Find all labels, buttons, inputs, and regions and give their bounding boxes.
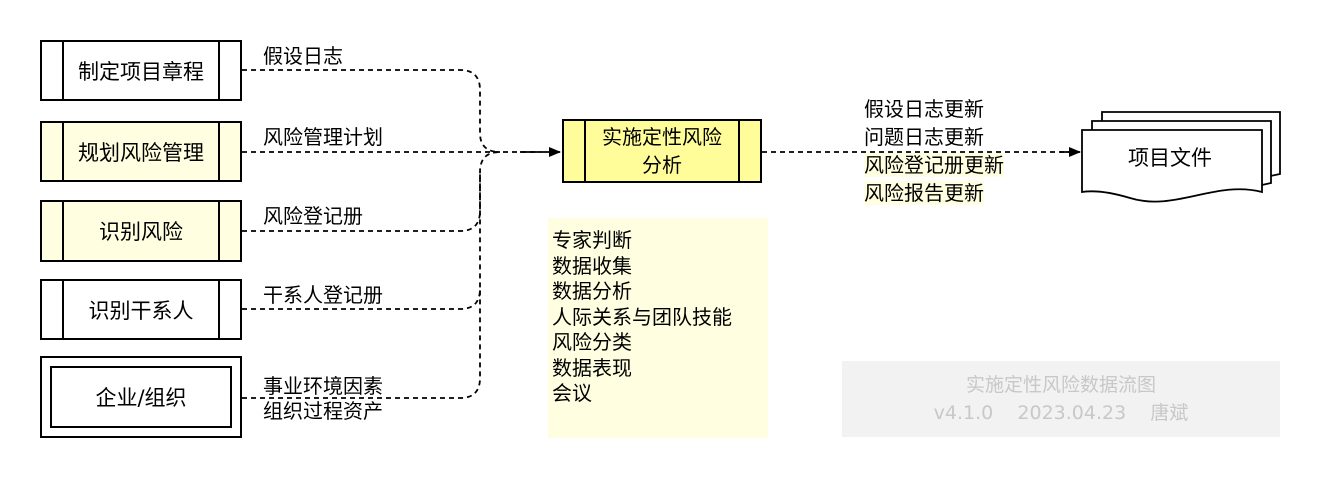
process-label: 制定项目章程 bbox=[78, 59, 204, 84]
project-documents-label[interactable]: 项目文件 bbox=[1128, 146, 1212, 170]
tool-item: 数据分析 bbox=[552, 279, 632, 303]
main-process-line1: 实施定性风险 bbox=[602, 125, 722, 149]
output-item: 风险报告更新 bbox=[864, 179, 1004, 207]
output-item: 风险登记册更新 bbox=[864, 151, 1004, 179]
output-item-text: 风险报告更新 bbox=[864, 181, 984, 205]
output-item: 问题日志更新 bbox=[864, 125, 984, 149]
input-assumption-log: 假设日志 bbox=[263, 44, 343, 68]
watermark-author: 唐斌 bbox=[1150, 402, 1189, 424]
connector-identify-risks bbox=[242, 151, 501, 232]
tool-item: 数据收集 bbox=[552, 253, 632, 278]
process-label: 规划风险管理 bbox=[78, 140, 204, 165]
watermark: 实施定性风险数据流图 v4.1.0 2023.04.23 唐斌 bbox=[842, 361, 1280, 437]
enterprise-organization[interactable]: 企业/组织 bbox=[40, 356, 242, 438]
input-risk-register: 风险登记册 bbox=[263, 204, 363, 228]
connector-stakeholders bbox=[242, 172, 481, 310]
connector-enterprise bbox=[242, 289, 481, 399]
enterprise-label: 企业/组织 bbox=[95, 386, 187, 410]
main-process-line2: 分析 bbox=[642, 153, 682, 177]
input-risk-management-plan: 风险管理计划 bbox=[263, 125, 383, 149]
input-enterprise-factors: 事业环境因素 bbox=[263, 374, 383, 398]
tool-item: 专家判断 bbox=[552, 228, 632, 252]
process-project-charter[interactable]: 制定项目章程 bbox=[40, 40, 242, 101]
tools-techniques-panel: 专家判断 数据收集 数据分析 人际关系与团队技能 风险分类 数据表现 会议 bbox=[548, 218, 768, 438]
main-process-qualitative-risk-analysis[interactable]: 实施定性风险 分析 bbox=[562, 119, 762, 183]
input-stakeholder-register: 干系人登记册 bbox=[263, 283, 383, 307]
input-org-assets: 组织过程资产 bbox=[263, 399, 383, 423]
watermark-title: 实施定性风险数据流图 bbox=[965, 374, 1156, 396]
tool-item: 会议 bbox=[552, 381, 592, 405]
watermark-version: v4.1.0 bbox=[933, 402, 994, 424]
process-identify-stakeholders[interactable]: 识别干系人 bbox=[40, 279, 242, 340]
connector-project-charter bbox=[242, 69, 501, 153]
process-label: 识别风险 bbox=[99, 220, 183, 244]
process-identify-risks[interactable]: 识别风险 bbox=[40, 200, 242, 262]
output-item: 假设日志更新 bbox=[864, 97, 984, 121]
tool-item: 数据表现 bbox=[552, 355, 632, 380]
watermark-meta: v4.1.0 2023.04.23 唐斌 bbox=[934, 399, 1189, 427]
project-documents-shape bbox=[1081, 111, 1281, 203]
tool-item: 风险分类 bbox=[552, 330, 632, 354]
tool-item: 人际关系与团队技能 bbox=[552, 304, 732, 329]
process-label: 识别干系人 bbox=[88, 298, 194, 323]
output-item-text: 风险登记册更新 bbox=[864, 153, 1004, 177]
watermark-date: 2023.04.23 bbox=[1017, 402, 1127, 424]
process-plan-risk-management[interactable]: 规划风险管理 bbox=[40, 121, 242, 182]
outputs-list: 假设日志更新 问题日志更新 风险登记册更新 风险报告更新 bbox=[864, 95, 1004, 207]
